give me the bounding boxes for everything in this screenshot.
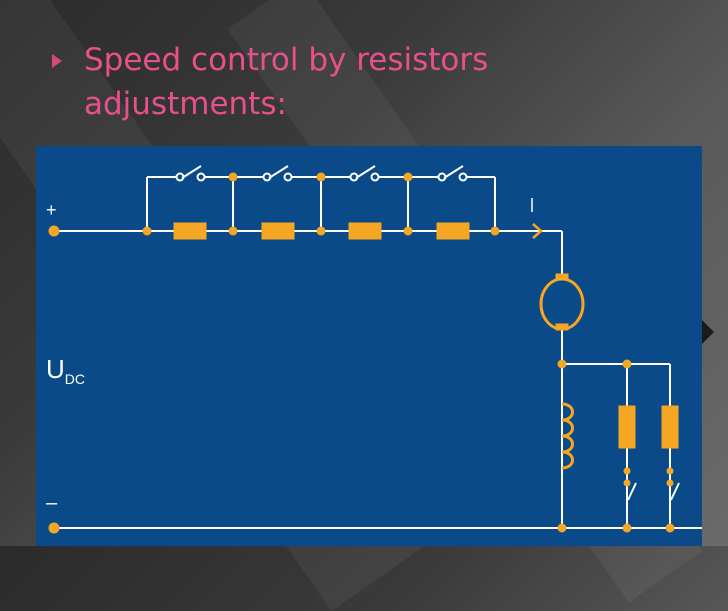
switch-contact [262,172,272,182]
junction-dot [142,226,152,236]
switch-contact [196,172,206,182]
supply-subscript: DC [64,371,86,387]
junction-dot [666,467,674,475]
field-resistor [661,405,679,449]
switch-blade [355,165,376,179]
field-coil [561,402,574,470]
junction-dot [490,226,500,236]
junction-dot [622,523,632,533]
junction-dot [666,479,674,487]
series-resistor [348,222,382,240]
terminal-plus-dot [48,225,60,237]
switch-contact [175,172,185,182]
junction-dot [228,172,238,182]
junction-dot [623,479,631,487]
switch-contact [283,172,293,182]
switch-blade [268,165,289,179]
terminal-minus-label: – [46,492,58,514]
switch-contact [437,172,447,182]
junction-dot [403,172,413,182]
junction-dot [665,523,675,533]
switch-contact [370,172,380,182]
series-resistor [261,222,295,240]
circuit-panel: + – UDC [36,146,702,546]
switch-blade [181,165,202,179]
next-slide-arrow-icon[interactable] [702,320,714,344]
title-bullet-icon [52,54,62,68]
junction-dot [403,226,413,236]
terminal-minus-dot [48,522,60,534]
arrow-icon [532,223,543,239]
junction-dot [316,172,326,182]
motor-armature [539,277,585,331]
circuit-diagram [48,165,702,534]
field-resistor [618,405,636,449]
junction-dot [557,359,567,369]
terminal-plus-label: + [46,200,57,220]
switch-contact [349,172,359,182]
junction-dot [316,226,326,236]
field-switch-blade [670,482,680,501]
junction-dot [557,523,567,533]
series-resistor [173,222,207,240]
junction-dot [228,226,238,236]
junction-dot [622,359,632,369]
series-resistor [436,222,470,240]
slide-title: Speed control by resistors adjustments: [84,42,489,122]
switch-blade [443,165,464,179]
junction-dot [623,467,631,475]
field-switch-blade [627,482,637,501]
supply-label: U [46,354,65,384]
switch-contact [458,172,468,182]
supply-voltage-label: UDC [46,354,85,387]
